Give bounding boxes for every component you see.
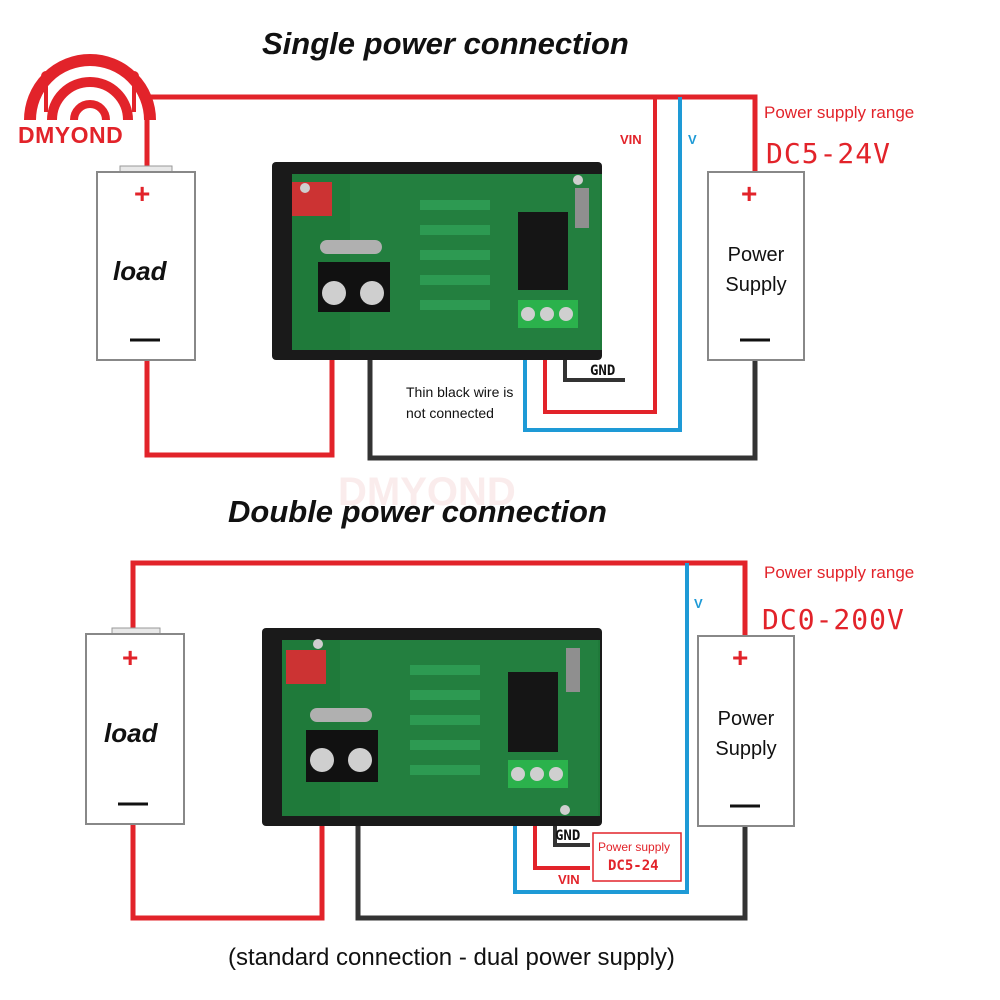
double-supply-plus: + <box>732 642 749 673</box>
bottom-caption: (standard connection - dual power supply… <box>228 944 675 971</box>
double-supply-line2: Supply <box>715 738 777 760</box>
aux-supply-value: DC5-24 <box>608 858 659 874</box>
single-load-plus: + <box>134 178 151 209</box>
double-supply-box <box>697 635 795 827</box>
single-supply-line2: Supply <box>725 274 787 296</box>
single-supply-minus: — <box>740 322 770 355</box>
double-v-label: V <box>694 596 703 611</box>
single-range-value: DC5-24V <box>766 137 892 170</box>
double-title: Double power connection <box>228 494 607 529</box>
double-vin-label: VIN <box>558 872 580 887</box>
double-range-label: Power supply range <box>764 563 915 582</box>
single-wires <box>144 94 758 461</box>
watermark: DMYOND <box>338 470 516 514</box>
single-supply-box <box>707 171 805 361</box>
single-supply-label: Power Supply <box>708 240 804 300</box>
double-supply-line1: Power <box>717 708 775 730</box>
logo-text: DMYOND <box>18 122 124 148</box>
double-load-label: load <box>104 718 158 748</box>
double-wires <box>130 560 748 921</box>
single-load-label: load <box>113 256 167 286</box>
single-supply-plus: + <box>741 178 758 209</box>
double-load-plus: + <box>122 642 139 673</box>
single-meter-module <box>272 162 602 360</box>
single-range-label: Power supply range <box>764 103 915 122</box>
double-load-box <box>85 627 185 825</box>
single-load-minus: — <box>130 322 160 355</box>
single-gnd-label: GND <box>590 363 616 379</box>
signal-arc-logo-icon <box>24 54 156 121</box>
double-meter-module <box>262 628 602 826</box>
single-note-line2: not connected <box>406 405 494 421</box>
aux-supply-label: Power supply <box>598 840 671 854</box>
double-supply-minus: — <box>730 788 760 821</box>
double-gnd-label: GND <box>555 828 581 844</box>
double-supply-label: Power Supply <box>698 704 794 764</box>
single-load-box <box>96 165 196 361</box>
single-vin-label: VIN <box>620 132 642 147</box>
double-range-value: DC0-200V <box>762 603 905 636</box>
single-supply-line1: Power <box>727 244 785 266</box>
single-title: Single power connection <box>262 26 629 61</box>
double-load-minus: — <box>118 786 148 819</box>
single-v-label: V <box>688 132 697 147</box>
single-note-line1: Thin black wire is <box>406 384 514 400</box>
